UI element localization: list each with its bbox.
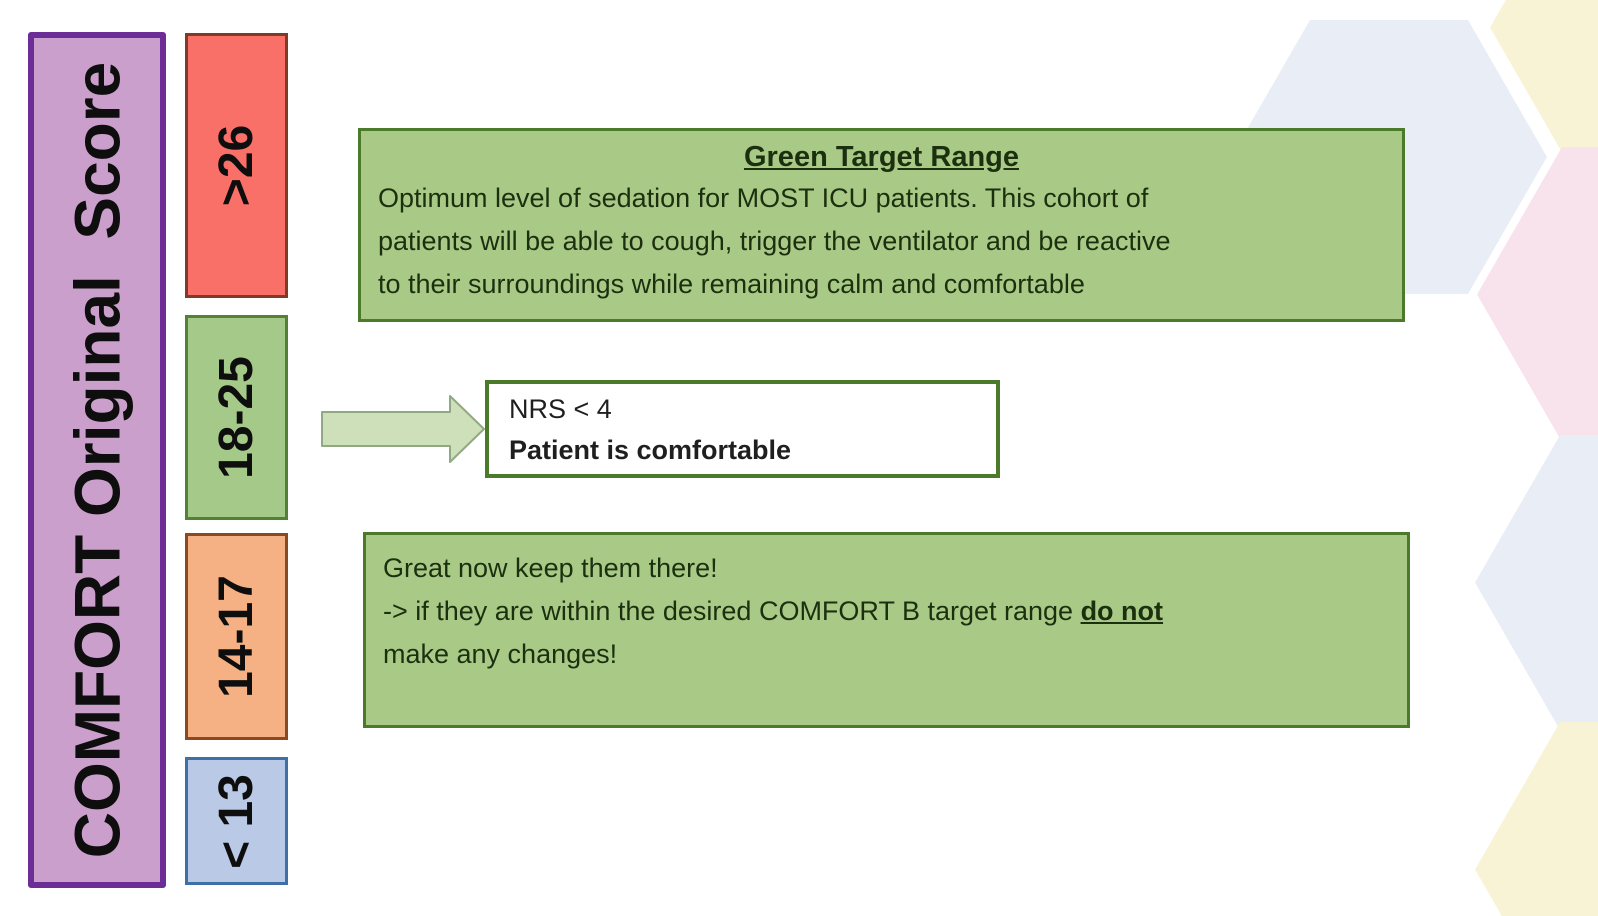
hexagon-decoration xyxy=(1475,435,1598,730)
green-target-body-line: patients will be able to cough, trigger … xyxy=(378,226,1171,256)
green-target-body-line: to their surroundings while remaining ca… xyxy=(378,269,1085,299)
score-label-18-25: 18-25 xyxy=(210,356,264,479)
keep-target-line-1: Great now keep them there! xyxy=(383,553,718,583)
flow-arrow-shape xyxy=(321,395,485,463)
keep-target-line-2: -> if they are within the desired COMFOR… xyxy=(383,590,1390,633)
score-box-18-25: 18-25 xyxy=(185,315,288,520)
nrs-score-line: NRS < 4 xyxy=(509,394,612,424)
keep-target-box: Great now keep them there! -> if they ar… xyxy=(363,532,1410,728)
score-box-14-17: 14-17 xyxy=(185,533,288,740)
comfort-original-score-label: COMFORT Original Score xyxy=(61,61,133,859)
score-box-lt13: < 13 xyxy=(185,757,288,885)
nrs-outcome-box: NRS < 4 Patient is comfortable xyxy=(485,380,1000,478)
score-label-gt26: >26 xyxy=(209,124,263,207)
keep-target-line-2-text: -> if they are within the desired COMFOR… xyxy=(383,596,1081,626)
score-box-gt26: >26 xyxy=(185,33,288,298)
keep-target-line-3: make any changes! xyxy=(383,639,618,669)
green-target-range-title: Green Target Range xyxy=(743,141,1020,173)
hexagon-decoration xyxy=(1475,722,1598,916)
score-label-14-17: 14-17 xyxy=(210,575,264,698)
do-not-emphasis: do not xyxy=(1080,596,1164,626)
comfort-original-score-bar: COMFORT Original Score xyxy=(28,32,166,888)
green-target-range-box: Green Target Range Optimum level of seda… xyxy=(358,128,1405,322)
patient-comfortable-line: Patient is comfortable xyxy=(509,435,792,465)
score-label-lt13: < 13 xyxy=(209,773,263,869)
green-target-body-line: Optimum level of sedation for MOST ICU p… xyxy=(378,183,1149,213)
flow-arrow-icon xyxy=(321,395,485,463)
